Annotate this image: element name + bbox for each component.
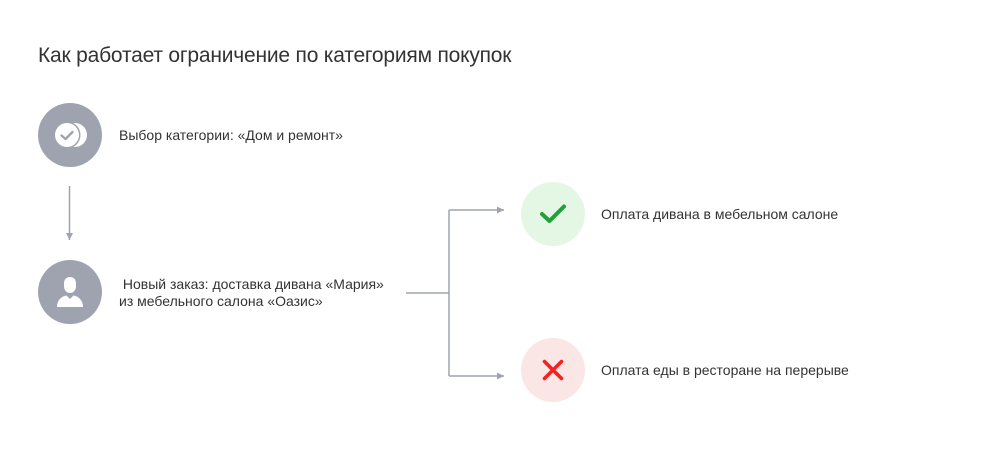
category-node xyxy=(38,103,102,167)
diagram-title: Как работает ограничение по категориям п… xyxy=(38,44,512,67)
category-label: Выбор категории: «Дом и ремонт» xyxy=(119,127,343,143)
cross-icon xyxy=(542,359,564,381)
declined-label: Оплата еды в ресторане на перерыве xyxy=(601,362,849,378)
order-label-line1: Новый заказ: доставка дивана «Мария» xyxy=(119,276,384,292)
category-check-icon xyxy=(53,121,87,149)
declined-node xyxy=(521,338,585,402)
user-icon xyxy=(57,277,83,307)
order-node xyxy=(38,260,102,324)
checkmark-icon xyxy=(540,204,566,223)
allowed-label: Оплата дивана в мебельном салоне xyxy=(601,206,839,222)
order-label-line2: из мебельного салона «Оазис» xyxy=(119,293,323,309)
allowed-node xyxy=(521,182,585,246)
